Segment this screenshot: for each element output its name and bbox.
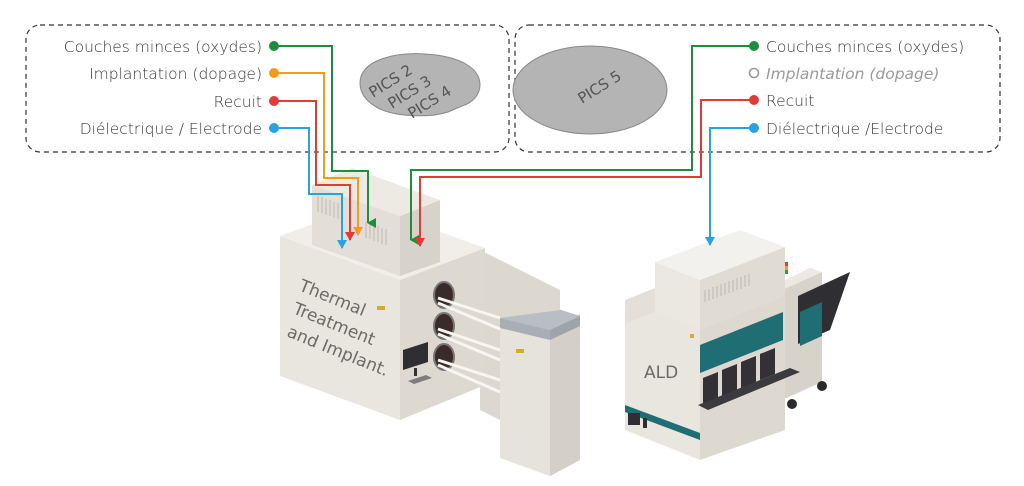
wafer-pics-2-4: PICS 2 PICS 3 PICS 4 bbox=[359, 53, 481, 122]
dot-oxides bbox=[749, 41, 759, 51]
connector-dielectric-left bbox=[275, 127, 347, 249]
label-anneal: Recuit bbox=[766, 92, 814, 110]
machine-label: ALD bbox=[644, 363, 678, 383]
label-dielectric: Diélectrique / Electrode bbox=[80, 120, 262, 138]
dot-dielectric bbox=[749, 123, 759, 133]
label-dielectric: Diélectrique /Electrode bbox=[766, 120, 943, 138]
dot-dielectric bbox=[269, 123, 279, 133]
thermal-treatment-machine: Thermal Treatment and Implant. bbox=[280, 168, 580, 476]
monitor-icon bbox=[403, 342, 432, 384]
label-oxides: Couches minces (oxydes) bbox=[766, 38, 964, 56]
dot-anneal bbox=[749, 95, 759, 105]
connector-dielectric-right bbox=[705, 127, 752, 246]
left-group-box bbox=[25, 24, 510, 153]
label-anneal: Recuit bbox=[214, 93, 262, 111]
label-implant-inactive: Implantation (dopage) bbox=[766, 65, 939, 83]
dot-implant-inactive bbox=[748, 67, 760, 79]
right-labels: Couches minces (oxydes) Implantation (do… bbox=[748, 38, 964, 138]
connector-oxides-left bbox=[275, 45, 376, 228]
connector-lines bbox=[275, 45, 752, 249]
dot-implant bbox=[269, 68, 279, 78]
label-oxides: Couches minces (oxydes) bbox=[64, 38, 262, 56]
label-implant: Implantation (dopage) bbox=[89, 65, 262, 83]
dot-oxides bbox=[269, 41, 279, 51]
dot-anneal bbox=[269, 96, 279, 106]
ald-machine: ALD bbox=[625, 230, 850, 460]
connector-oxides-right bbox=[410, 45, 752, 245]
connector-implant-left bbox=[275, 72, 363, 236]
connector-anneal-left bbox=[275, 100, 355, 241]
connector-anneal-right bbox=[415, 99, 752, 247]
wafer-pics-5: PICS 5 bbox=[512, 45, 668, 135]
left-labels: Couches minces (oxydes) Implantation (do… bbox=[64, 38, 279, 138]
